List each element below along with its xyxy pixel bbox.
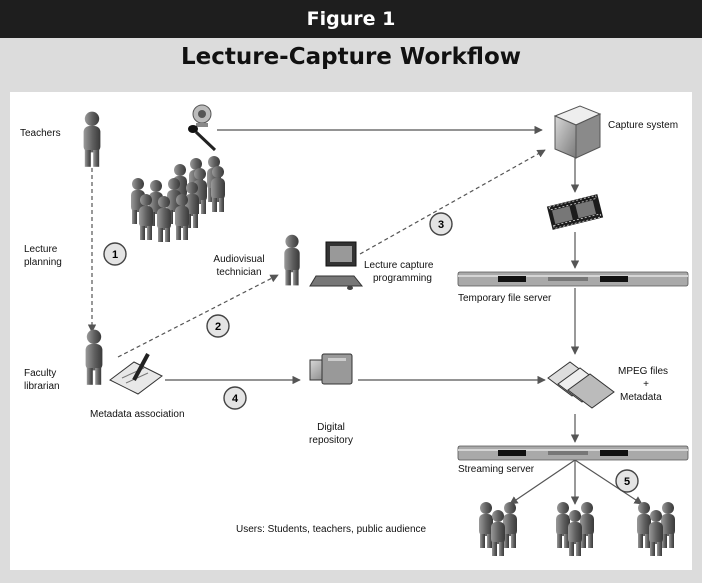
step-3-label: 3 — [438, 219, 444, 231]
figure-label: Figure 1 — [0, 0, 702, 38]
step-2-label: 2 — [215, 321, 221, 333]
label-lecture-capture-programming-line2: programming — [373, 273, 432, 284]
diagram-title: Lecture-Capture Workflow — [180, 44, 521, 70]
diagram-canvas: 1 2 3 4 5 Teachers Lecture planning Facu — [10, 92, 692, 570]
label-digital-repository-line2: repository — [309, 435, 353, 446]
label-capture-system: Capture system — [608, 120, 679, 131]
label-teachers: Teachers — [20, 128, 61, 139]
label-av-technician-line1: Audiovisual — [213, 254, 265, 265]
arrow-librarian-to-technician — [117, 274, 279, 358]
film-icon — [546, 194, 604, 230]
label-lecture-capture-programming-line1: Lecture capture — [364, 260, 434, 271]
arrow-programming-to-capture — [359, 149, 546, 255]
step-4-label: 4 — [232, 393, 239, 405]
person-icon — [85, 329, 103, 385]
label-av-technician-line2: technician — [216, 267, 262, 278]
arrow-streaming-to-users-right — [574, 459, 643, 505]
label-mpeg-files: MPEG files — [618, 366, 669, 377]
capture-server-icon — [553, 105, 602, 159]
document-pen-icon — [109, 353, 163, 395]
label-faculty-line1: Faculty — [24, 368, 57, 379]
label-digital-repository-line1: Digital — [317, 422, 345, 433]
step-3: 3 — [429, 212, 453, 236]
label-streaming-server: Streaming server — [458, 464, 535, 475]
step-1: 1 — [103, 242, 127, 266]
person-icon — [83, 111, 101, 167]
user-group-icon — [479, 502, 517, 556]
webcam-icon — [192, 104, 212, 127]
microphone-icon — [188, 125, 217, 152]
label-lecture-planning-line1: Lecture — [24, 244, 58, 255]
label-users: Users: Students, teachers, public audien… — [236, 524, 427, 535]
mpeg-files-icon — [547, 361, 615, 409]
user-group-icon — [556, 502, 594, 556]
user-group-icon — [637, 502, 675, 556]
label-lecture-planning-line2: planning — [24, 257, 62, 268]
computer-icon — [309, 241, 364, 290]
audience-icon — [131, 156, 225, 242]
step-5: 5 — [615, 469, 639, 493]
repository-icon — [309, 353, 353, 385]
arrow-streaming-to-users-left — [509, 459, 576, 505]
rack-server-icon — [457, 445, 689, 461]
rack-server-icon — [457, 271, 689, 287]
label-temporary-file-server: Temporary file server — [458, 293, 552, 304]
step-1-label: 1 — [112, 249, 118, 261]
person-icon — [284, 234, 300, 286]
label-metadata-association: Metadata association — [90, 409, 185, 420]
diagram-svg: 1 2 3 4 5 — [83, 104, 689, 570]
label-faculty-line2: librarian — [24, 381, 60, 392]
step-4: 4 — [223, 386, 247, 410]
step-2: 2 — [206, 314, 230, 338]
connectors — [87, 125, 643, 505]
label-mpeg-metadata: Metadata — [620, 392, 662, 403]
label-mpeg-plus: + — [643, 379, 649, 390]
step-5-label: 5 — [624, 476, 630, 488]
